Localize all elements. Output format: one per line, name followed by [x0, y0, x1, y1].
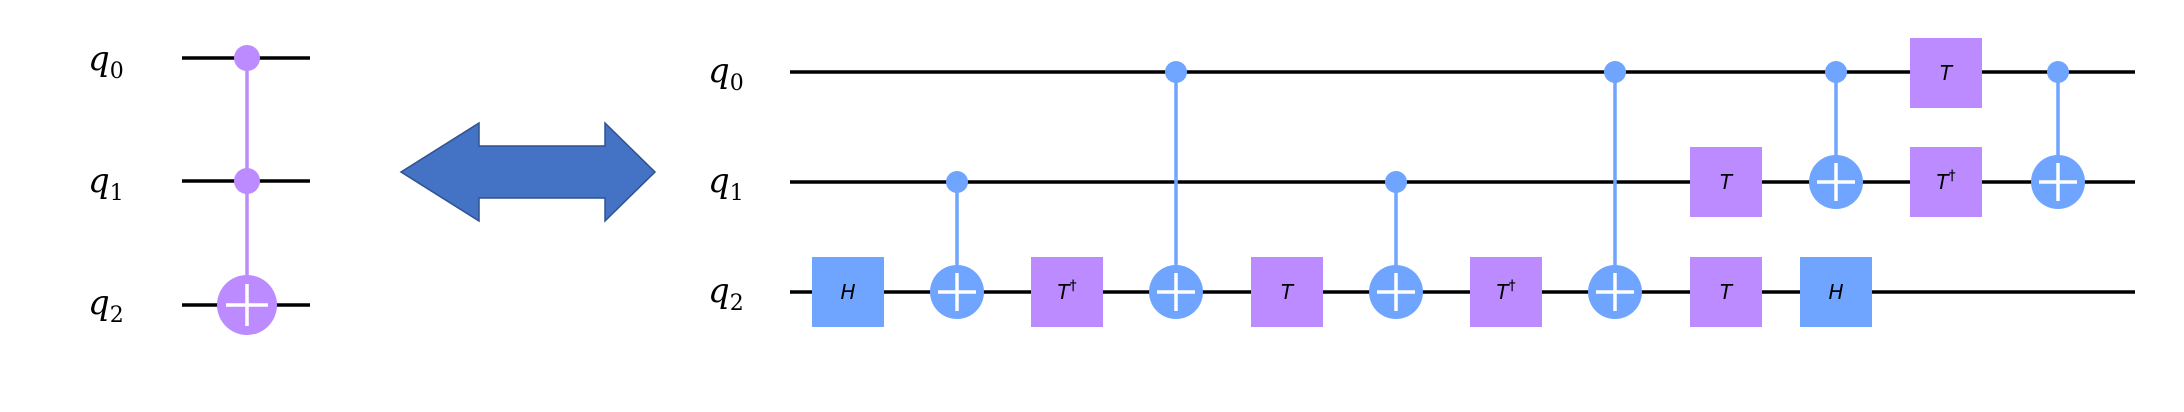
control-dot — [2047, 61, 2069, 83]
control-dot — [1385, 171, 1407, 193]
right-circuit: q0 q1 q2 H T† — [708, 38, 2135, 327]
left-circuit: q0 q1 q2 — [88, 39, 310, 335]
control-dot — [946, 171, 968, 193]
cnot-q1-to-q2-first — [930, 171, 984, 319]
tdg-gate-q2-first: T† — [1031, 257, 1103, 327]
t-gate-q1-first: T — [1690, 147, 1762, 217]
control-dot — [1604, 61, 1626, 83]
left-qubit-label-q0: q0 — [88, 39, 124, 84]
cnot-q0-to-q2-second — [1588, 61, 1642, 319]
left-control-dot-q1 — [234, 168, 260, 194]
control-dot — [1165, 61, 1187, 83]
svg-text:T: T — [1940, 61, 1954, 85]
left-target-xor-q2 — [217, 275, 277, 335]
svg-text:T: T — [1720, 280, 1734, 304]
svg-text:T†: T† — [1057, 278, 1076, 304]
control-dot — [1825, 61, 1847, 83]
cnot-q0-to-q2-first — [1149, 61, 1203, 319]
right-qubit-label-q0: q0 — [708, 51, 744, 96]
t-gate-q0: T — [1910, 38, 1982, 108]
svg-text:H: H — [1828, 280, 1843, 304]
left-control-dot-q0 — [234, 45, 260, 71]
svg-text:H: H — [840, 280, 855, 304]
left-qubit-label-q2: q2 — [88, 283, 124, 328]
left-qubit-label-q1: q1 — [88, 161, 124, 206]
svg-text:T: T — [1720, 170, 1734, 194]
right-qubit-label-q2: q2 — [708, 271, 744, 316]
double-headed-arrow-icon — [399, 121, 657, 223]
cnot-q0-to-q1-second — [2031, 61, 2085, 209]
cnot-q1-to-q2-second — [1369, 171, 1423, 319]
svg-text:T†: T† — [1936, 168, 1955, 194]
h-gate-q2-first: H — [812, 257, 884, 327]
tdg-gate-q1: T† — [1910, 147, 1982, 217]
tdg-gate-q2-second: T† — [1470, 257, 1542, 327]
svg-text:T: T — [1281, 280, 1295, 304]
t-gate-q2-second: T — [1690, 257, 1762, 327]
right-qubit-label-q1: q1 — [708, 161, 744, 206]
h-gate-q2-second: H — [1800, 257, 1872, 327]
t-gate-q2-first: T — [1251, 257, 1323, 327]
svg-text:T†: T† — [1496, 278, 1515, 304]
cnot-q0-to-q1-first — [1809, 61, 1863, 209]
